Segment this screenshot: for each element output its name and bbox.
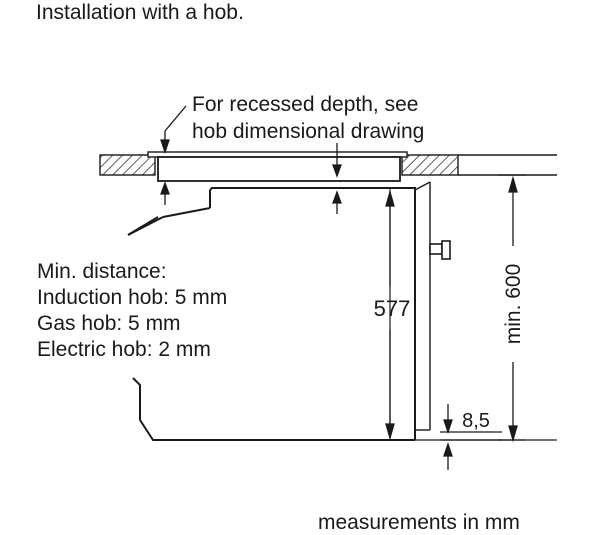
min-distance-gas: Gas hob: 5 mm xyxy=(37,312,181,335)
min-distance-induction: Induction hob: 5 mm xyxy=(37,286,228,309)
min-distance-heading: Min. distance: xyxy=(37,260,167,283)
oven-handle xyxy=(429,240,451,260)
base-gap-label: 8,5 xyxy=(462,410,490,432)
diagram-title: Installation with a hob. xyxy=(36,1,244,24)
hob xyxy=(147,151,408,182)
worktop xyxy=(99,154,557,176)
niche-height-label: min. 600 xyxy=(502,264,525,345)
recess-note-line-2: hob dimensional drawing xyxy=(192,120,425,143)
oven-outline xyxy=(127,181,431,441)
base-gap-dimension xyxy=(440,404,502,470)
hob-clearance-arrows xyxy=(160,143,342,214)
oven-height-dimension xyxy=(385,189,395,441)
min-distance-block: Min. distance: Induction hob: 5 mm Gas h… xyxy=(37,259,227,363)
min-distance-electric: Electric hob: 2 mm xyxy=(37,338,211,361)
recess-note-line-1: For recessed depth, see xyxy=(192,93,419,116)
oven-height-label: 577 xyxy=(374,296,411,321)
measurement-unit-note: measurements in mm xyxy=(318,511,520,534)
recess-leader xyxy=(160,105,187,155)
niche-height-dimension xyxy=(498,174,526,443)
